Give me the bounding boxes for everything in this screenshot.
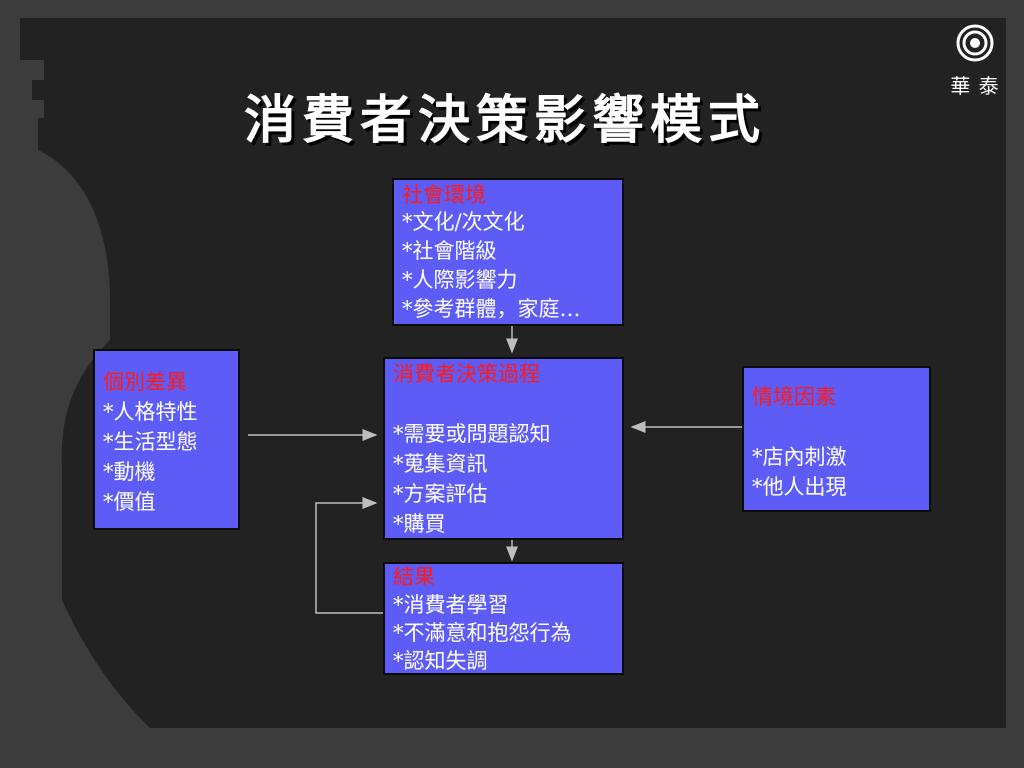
page-title: 消費者決策影響模式 [243, 90, 766, 151]
box-heading: 消費者決策過程 [393, 362, 540, 386]
logo: 華 泰 [944, 22, 1006, 100]
spacer [752, 412, 929, 442]
box-item: *參考群體，家庭… [402, 297, 581, 321]
box-item: *他人出現 [752, 475, 847, 499]
box-item: *不滿意和抱怨行為 [393, 621, 572, 645]
box-heading: 社會環境 [402, 183, 486, 207]
arrow-result-feedback [315, 497, 384, 614]
box-item: *社會階級 [402, 239, 497, 263]
box-item: *認知失調 [393, 649, 488, 673]
situational-factors-box: 情境因素 *店內刺激 *他人出現 [742, 366, 931, 512]
spacer [393, 389, 622, 419]
box-item: *文化/次文化 [402, 210, 525, 234]
box-item: *方案評估 [393, 482, 488, 506]
spiral-ring-icon [956, 24, 994, 62]
box-item: *店內刺激 [752, 445, 847, 469]
box-item: *人格特性 [103, 400, 198, 424]
box-item: *動機 [103, 460, 156, 484]
box-item: *購買 [393, 512, 446, 536]
box-item: *生活型態 [103, 430, 198, 454]
box-item: *蒐集資訊 [393, 452, 488, 476]
box-item: *人際影響力 [402, 268, 518, 292]
outcome-box: 結果 *消費者學習 *不滿意和抱怨行為 *認知失調 [383, 562, 624, 675]
box-item: *價值 [103, 490, 156, 514]
box-heading: 個別差異 [103, 370, 187, 394]
social-environment-box: 社會環境 *文化/次文化 *社會階級 *人際影響力 *參考群體，家庭… [392, 178, 624, 326]
box-item: *需要或問題認知 [393, 422, 551, 446]
decision-process-box: 消費者決策過程 *需要或問題認知 *蒐集資訊 *方案評估 *購買 [383, 357, 624, 540]
logo-text: 華 泰 [950, 74, 1000, 98]
box-item: *消費者學習 [393, 593, 509, 617]
box-heading: 情境因素 [752, 385, 836, 409]
individual-differences-box: 個別差異 *人格特性 *生活型態 *動機 *價值 [93, 349, 240, 530]
box-heading: 結果 [393, 565, 435, 589]
